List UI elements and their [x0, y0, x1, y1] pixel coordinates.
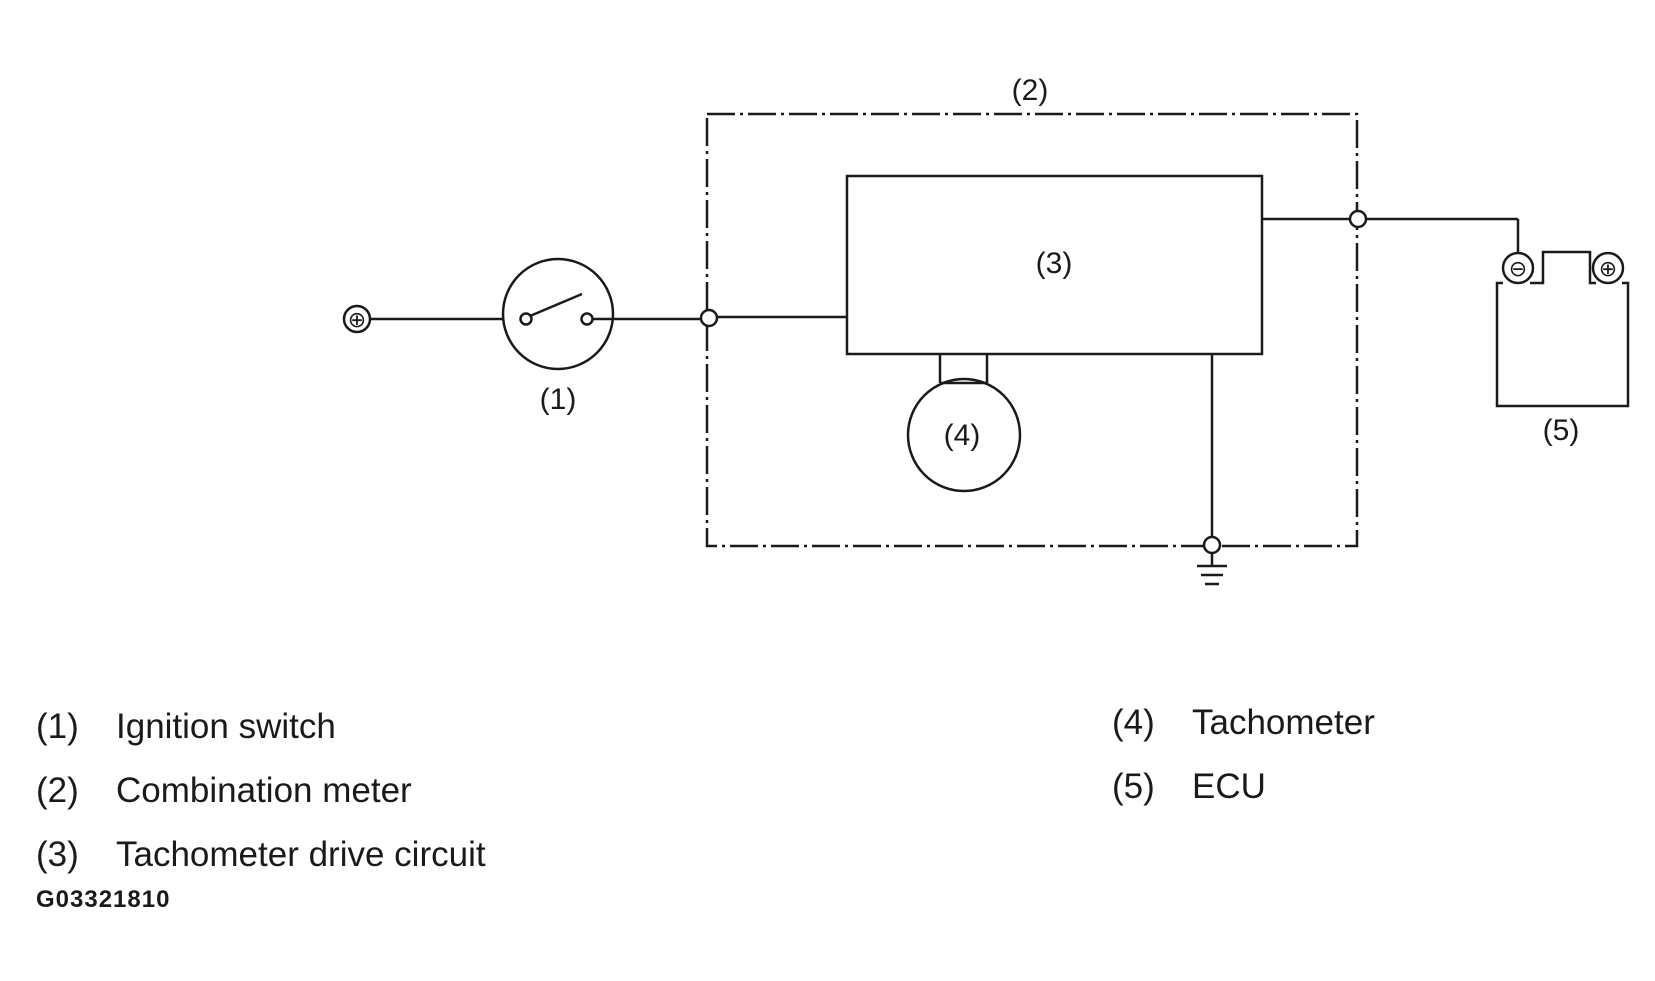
callout-tachometer: (4) — [944, 419, 981, 452]
tachometer-gauge-icon — [906, 354, 1022, 493]
supply-terminal-icon — [342, 304, 372, 334]
combination-meter-boundary — [705, 112, 1359, 548]
figure-code: G03321810 — [36, 886, 171, 913]
legend-item: (2) Combination meter — [36, 758, 486, 822]
legend-text: Tachometer drive circuit — [116, 834, 486, 874]
legend-right: (4) Tachometer (5) ECU — [1112, 690, 1375, 818]
ecu-box — [1495, 250, 1630, 408]
legend-item: (1) Ignition switch — [36, 694, 486, 758]
supply-terminal-symbol: ⊕ — [348, 308, 366, 333]
callout-combination-meter: (2) — [1012, 74, 1049, 107]
legend-number: (3) — [36, 834, 79, 874]
legend-item: (4) Tachometer — [1112, 690, 1375, 754]
legend-item: (5) ECU — [1112, 754, 1375, 818]
junction-node — [1202, 535, 1222, 555]
callout-ignition-switch: (1) — [540, 383, 577, 416]
tachometer-drive-circuit-box — [845, 174, 1264, 356]
legend-number: (5) — [1112, 766, 1155, 806]
legend-text: Combination meter — [116, 770, 412, 810]
callout-ecu: (5) — [1543, 414, 1580, 447]
ignition-switch-icon — [501, 257, 615, 371]
legend-number: (1) — [36, 706, 79, 746]
callout-drive-circuit: (3) — [1036, 247, 1073, 280]
legend-item: (3) Tachometer drive circuit — [36, 822, 486, 886]
legend-text: Tachometer — [1192, 702, 1375, 742]
legend-number: (4) — [1112, 702, 1155, 742]
legend-text: ECU — [1192, 766, 1266, 806]
legend-text: Ignition switch — [116, 706, 336, 746]
legend-number: (2) — [36, 770, 79, 810]
legend-left: (1) Ignition switch (2) Combination mete… — [36, 694, 486, 886]
ecu-negative-terminal: ⊖ — [1509, 257, 1527, 282]
junction-node — [699, 308, 719, 328]
junction-node — [1348, 209, 1368, 229]
ground-icon — [1197, 554, 1227, 586]
ecu-positive-terminal: ⊕ — [1599, 257, 1617, 282]
